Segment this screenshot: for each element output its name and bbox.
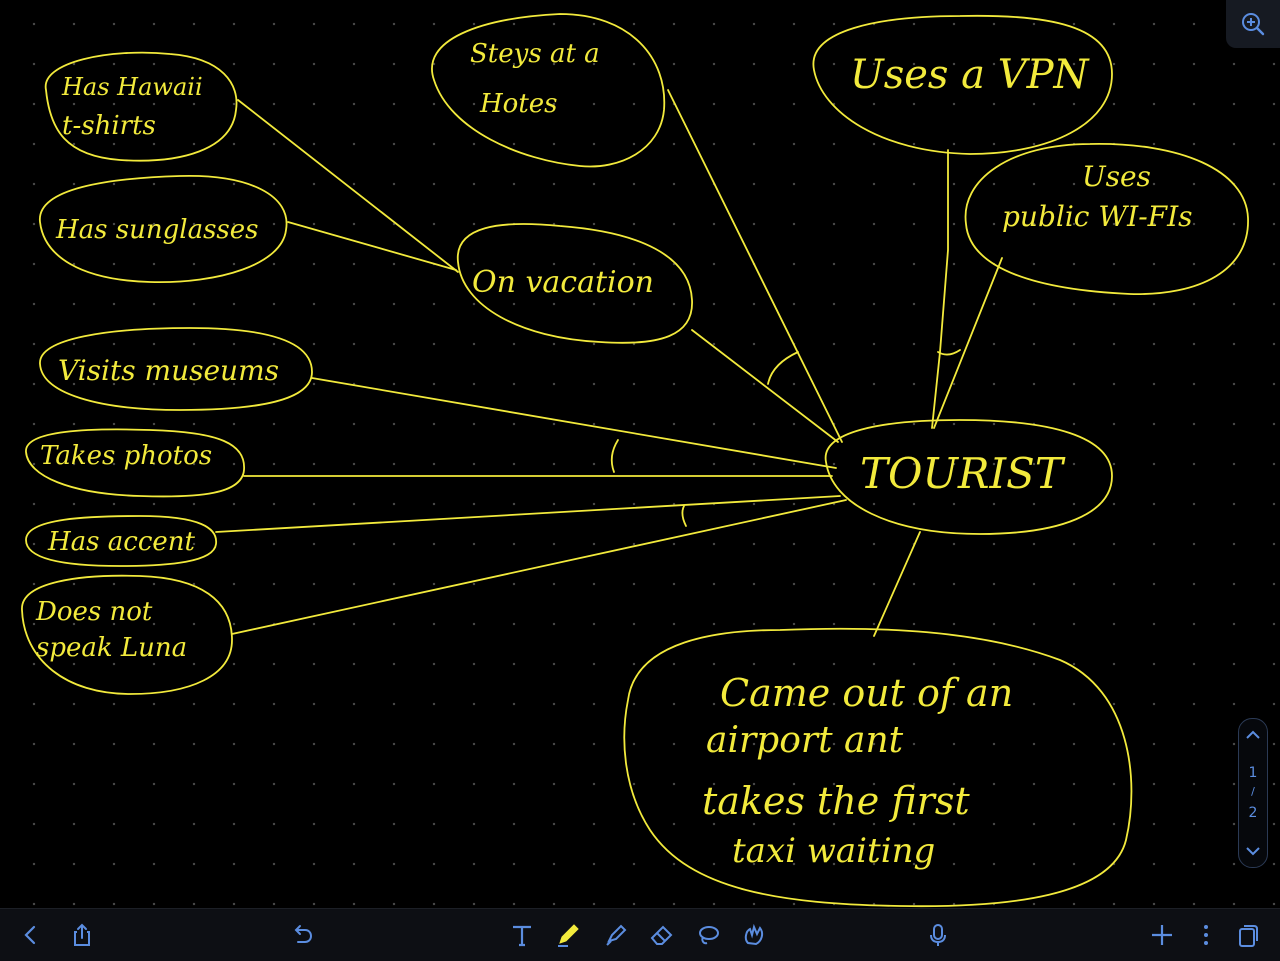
share-icon [74, 923, 90, 946]
connector-vpn-tourist [931, 149, 949, 429]
connectors [215, 89, 1003, 637]
pen-tool-icon [558, 924, 579, 947]
node-stays-hotel: Steys at a Hotes [431, 13, 666, 168]
node-text: Does not [35, 597, 153, 627]
chevron-down-icon [1246, 847, 1260, 856]
connector-vacation-tourist [691, 329, 839, 443]
node-tourist[interactable]: TOURIST [824, 419, 1113, 535]
mind-map: Has Hawaii t-shirts Steys at a Hotes Use… [21, 13, 1249, 908]
node-text: Steys at a [470, 39, 600, 69]
shape-tool-icon [744, 923, 764, 946]
node-uses-vpn: Uses a VPN [812, 14, 1113, 155]
node-came-out-of-airport: Came out of an airport ant takes the fir… [623, 627, 1133, 908]
node-text: Uses a VPN [850, 52, 1091, 98]
connector-wifi-tourist [933, 257, 1003, 429]
node-text: Has sunglasses [55, 215, 259, 245]
pages-icon [1239, 925, 1258, 947]
zoom-in-icon [1242, 13, 1265, 36]
node-text: airport ant [706, 720, 904, 761]
more-button[interactable] [1190, 919, 1222, 951]
node-outline [964, 143, 1249, 295]
undo-icon [294, 925, 313, 943]
page-navigator: 1 / 2 [1238, 718, 1268, 868]
node-outline [812, 14, 1113, 155]
node-text: public WI-FIs [1002, 200, 1193, 233]
connector-tourist-airport [873, 531, 921, 637]
node-text: takes the first [702, 779, 970, 823]
node-text: speak Luna [36, 633, 187, 663]
text-tool-button[interactable] [506, 919, 538, 951]
connector-sunglasses-vacation [287, 221, 457, 271]
microphone-icon [930, 924, 946, 946]
eraser-button[interactable] [646, 919, 678, 951]
node-text: t-shirts [62, 111, 156, 141]
node-public-wifi: Uses public WI-FIs [964, 143, 1249, 295]
add-icon [1152, 925, 1172, 945]
highlighter-button[interactable] [600, 919, 632, 951]
node-text: On vacation [472, 265, 654, 300]
node-outline [39, 175, 288, 283]
drawing-canvas[interactable]: Has Hawaii t-shirts Steys at a Hotes Use… [0, 0, 1280, 908]
node-outline [45, 51, 238, 162]
node-has-sunglasses: Has sunglasses [39, 175, 288, 283]
node-on-vacation: On vacation [457, 223, 693, 344]
node-outline [21, 574, 233, 695]
angle-arc-3 [610, 439, 619, 473]
add-page-button[interactable] [1146, 919, 1178, 951]
connector-accent-tourist [215, 495, 841, 533]
page-separator: / [1251, 785, 1255, 798]
eraser-icon [650, 925, 673, 945]
connector-museums-tourist [311, 377, 837, 469]
node-text: Came out of an [720, 671, 1013, 715]
lasso-icon [699, 926, 719, 945]
next-page-button[interactable] [1239, 839, 1267, 863]
connector-stays-tourist [667, 89, 843, 443]
node-outline [431, 13, 666, 168]
node-does-not-speak-luna: Does not speak Luna [21, 574, 233, 695]
microphone-button[interactable] [922, 919, 954, 951]
node-text: taxi waiting [732, 831, 935, 871]
share-button[interactable] [66, 919, 98, 951]
node-text: Uses [1082, 160, 1151, 193]
highlighter-icon [606, 924, 627, 946]
node-text: Visits museums [58, 354, 279, 387]
shape-tool-button[interactable] [738, 919, 770, 951]
more-icon [1204, 925, 1208, 945]
angle-arc-1 [767, 351, 799, 385]
node-text: Has Hawaii [61, 73, 203, 101]
node-outline [25, 515, 217, 567]
node-has-accent: Has accent [25, 515, 217, 567]
connector-hawaii-vacation [237, 99, 459, 273]
previous-page-button[interactable] [1239, 723, 1267, 747]
node-takes-photos: Takes photos [25, 428, 245, 498]
undo-button[interactable] [286, 919, 318, 951]
back-icon [24, 925, 36, 945]
node-outline [25, 428, 245, 498]
pages-button[interactable] [1232, 919, 1264, 951]
node-outline [824, 419, 1113, 535]
angle-arc-2 [937, 349, 961, 356]
back-button[interactable] [14, 919, 46, 951]
node-text: Has accent [47, 527, 196, 557]
angle-arc-4 [681, 505, 687, 527]
current-page: 1 [1248, 765, 1258, 781]
bottom-toolbar [0, 908, 1280, 961]
node-visits-museums: Visits museums [39, 327, 313, 411]
center-node-text: TOURIST [860, 449, 1066, 498]
text-tool-icon [513, 925, 531, 947]
node-outline [623, 627, 1133, 908]
connector-luna-tourist [231, 499, 847, 635]
lasso-button[interactable] [692, 919, 724, 951]
zoom-button[interactable] [1226, 0, 1280, 48]
pen-tool-button[interactable] [552, 919, 584, 951]
node-outline [39, 327, 313, 411]
node-text: Takes photos [40, 441, 212, 471]
node-has-hawaii: Has Hawaii t-shirts [45, 51, 238, 162]
chevron-up-icon [1246, 730, 1260, 739]
node-outline [457, 223, 693, 344]
total-pages: 2 [1248, 805, 1258, 821]
node-text: Hotes [479, 89, 558, 119]
